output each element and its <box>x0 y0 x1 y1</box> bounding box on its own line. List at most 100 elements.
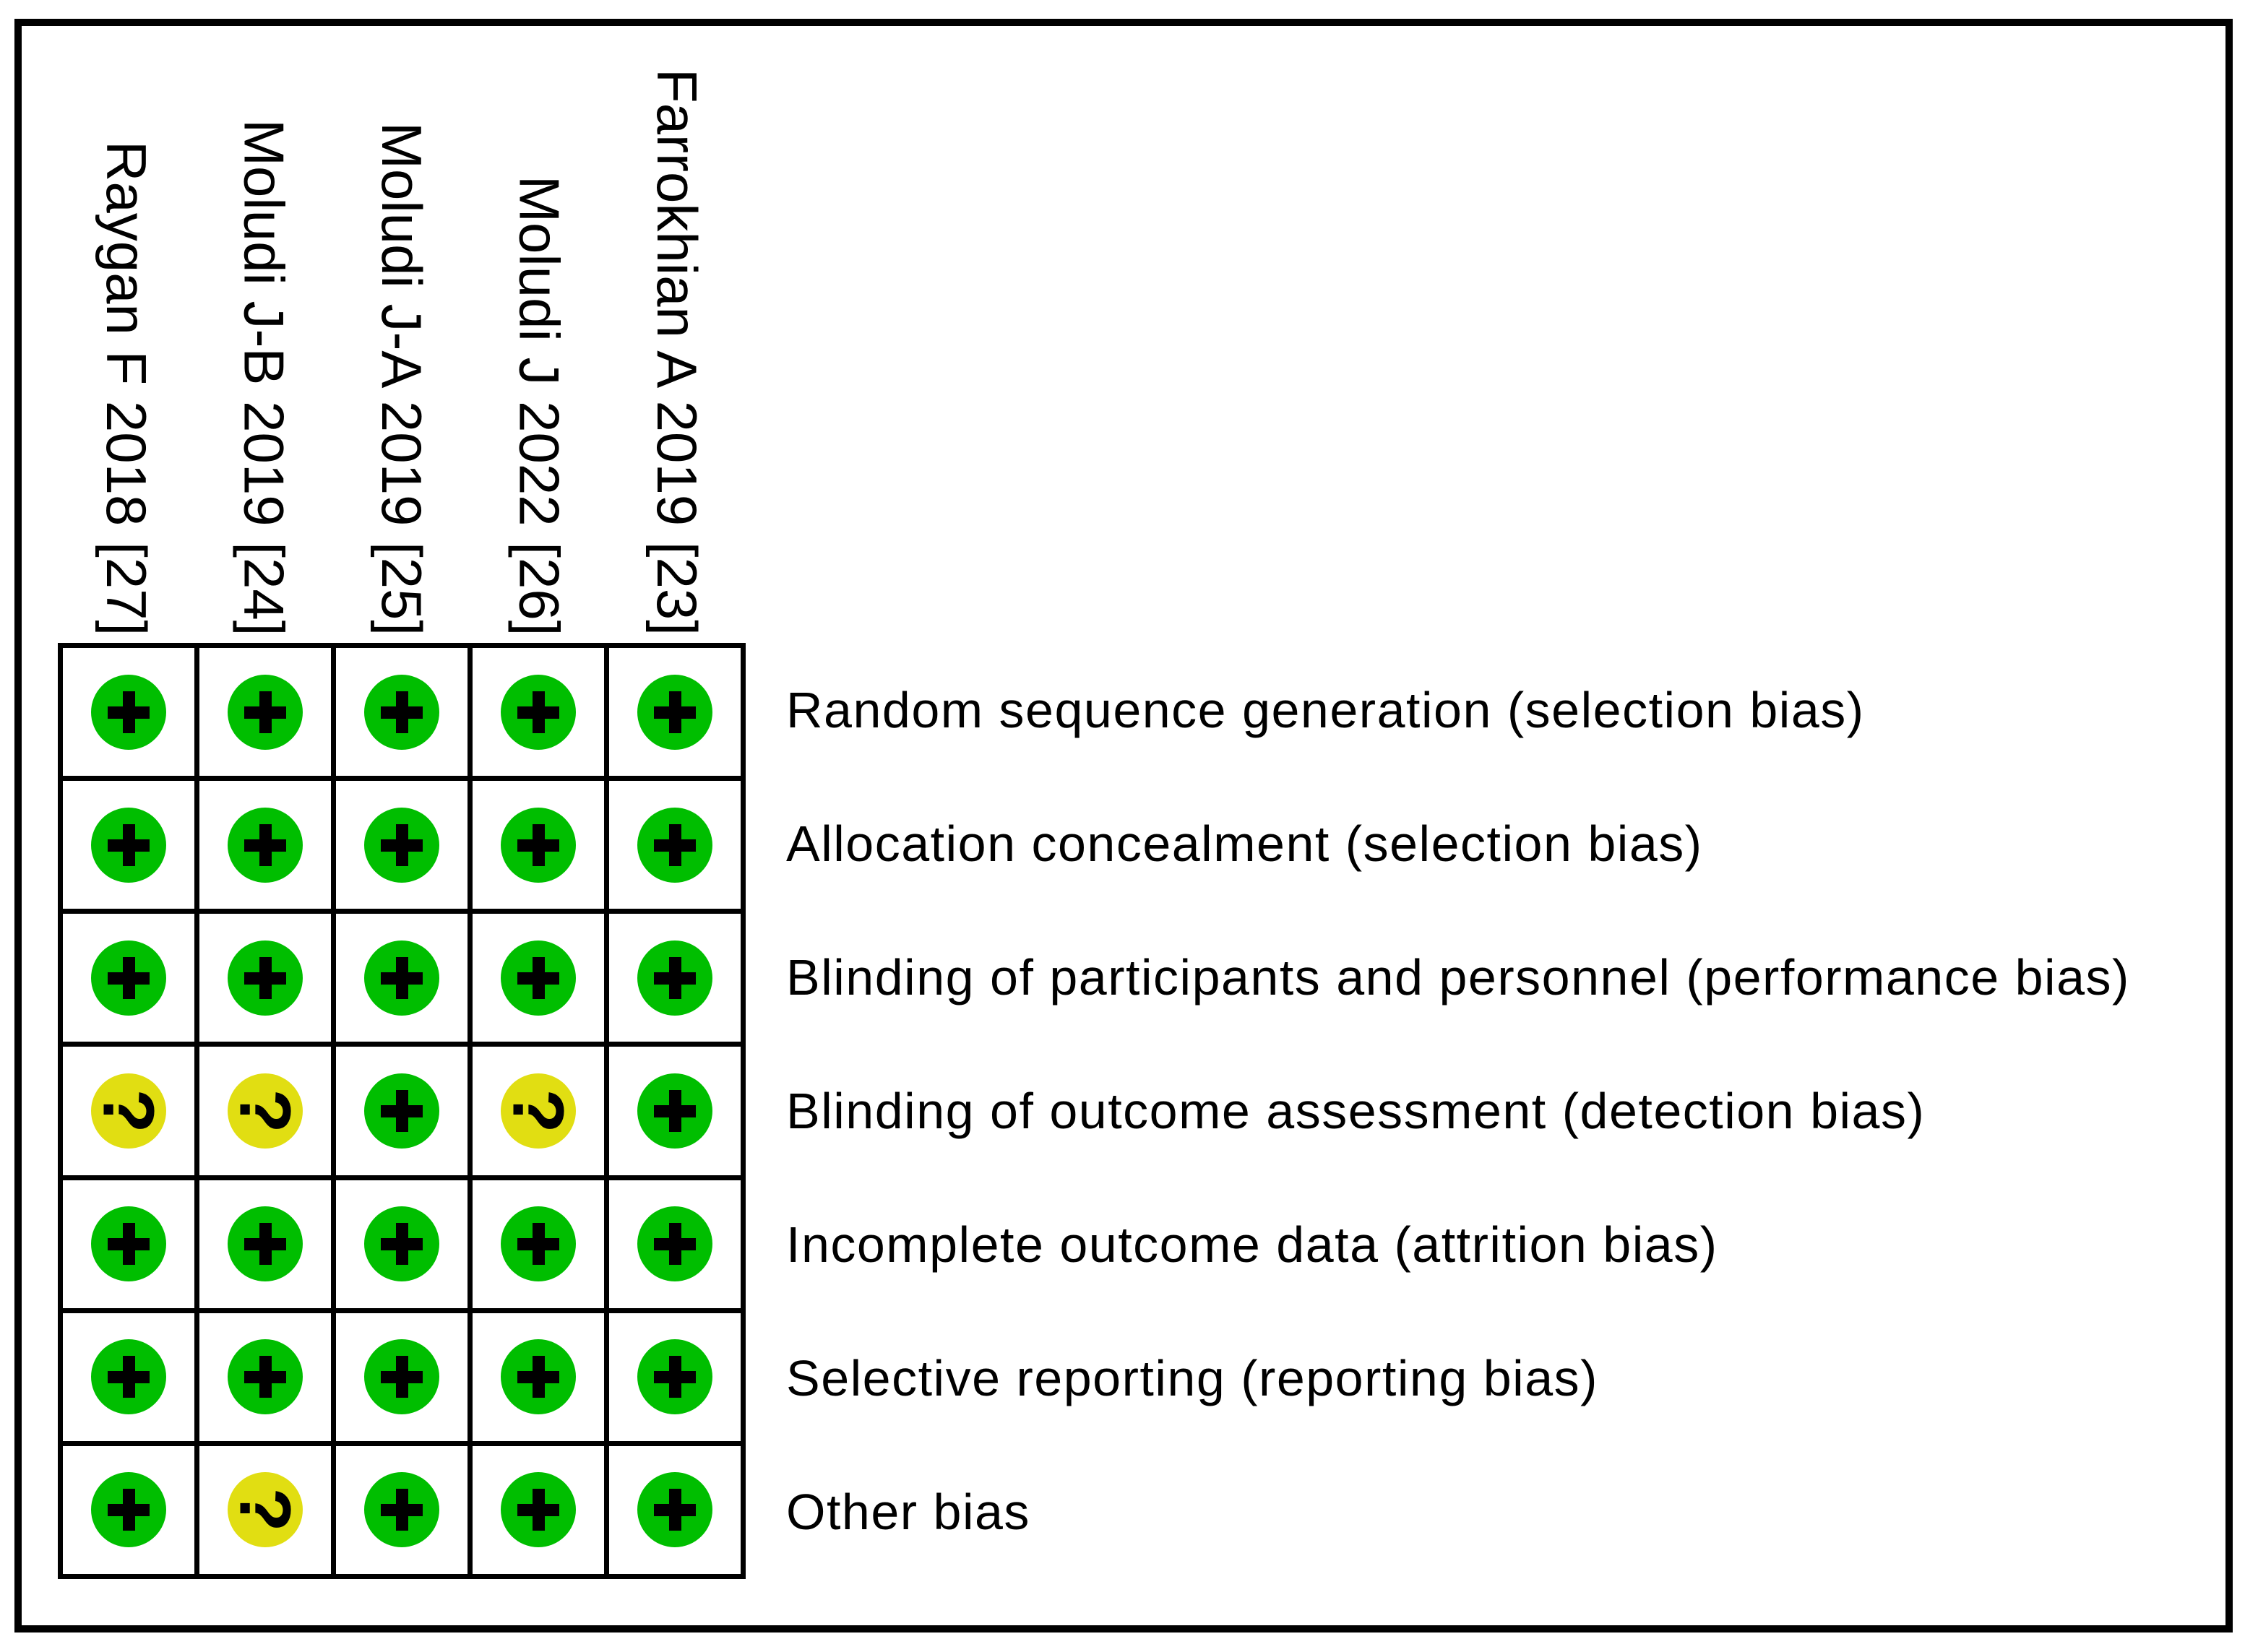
grid-cell: + <box>473 1180 604 1308</box>
plus-judgement-icon: + <box>637 807 712 883</box>
column-header-cell: Moludi J-B 2019 [24] <box>195 36 332 636</box>
grid-cell: + <box>199 1180 331 1308</box>
plus-judgement-icon: + <box>637 1339 712 1415</box>
grid-cell: + <box>473 781 604 909</box>
grid-cell: ? <box>63 1047 194 1175</box>
question-judgement-icon: ? <box>498 1073 579 1149</box>
grid-cell: + <box>336 914 467 1042</box>
row-label-cell: Selective reporting (reporting bias) <box>786 1312 2224 1445</box>
grid-cell: + <box>336 648 467 777</box>
grid-cell: + <box>609 648 741 777</box>
plus-judgement-icon: + <box>501 1339 576 1415</box>
bias-domain-label: Blinding of participants and personnel (… <box>786 948 2130 1006</box>
plus-judgement-icon: + <box>501 1472 576 1548</box>
plus-judgement-icon: + <box>637 1073 712 1149</box>
plus-judgement-icon: + <box>501 1206 576 1282</box>
grid-cell: + <box>609 1445 741 1574</box>
column-header-cell: Moludi J-A 2019 [25] <box>333 36 470 636</box>
grid-cell: + <box>473 648 604 777</box>
question-judgement-icon: ? <box>225 1472 306 1548</box>
grid-cell: + <box>199 1312 331 1441</box>
row-label-cell: Incomplete outcome data (attrition bias) <box>786 1178 2224 1312</box>
grid-cell: + <box>609 914 741 1042</box>
grid-cell: + <box>609 1312 741 1441</box>
plus-judgement-icon: + <box>364 1073 439 1149</box>
plus-judgement-icon: + <box>228 807 303 883</box>
plus-judgement-icon: + <box>501 674 576 750</box>
judgement-symbol: ? <box>498 1089 579 1133</box>
grid-cell: + <box>336 781 467 909</box>
row-label-cell: Other bias <box>786 1445 2224 1579</box>
plus-judgement-icon: + <box>364 674 439 750</box>
row-label-cell: Allocation concealment (selection bias) <box>786 777 2224 910</box>
grid-cell: + <box>63 648 194 777</box>
bias-domain-label: Other bias <box>786 1484 1030 1541</box>
plus-judgement-icon: + <box>637 940 712 1016</box>
row-label-cell: Blinding of outcome assessment (detectio… <box>786 1044 2224 1177</box>
grid-cell: + <box>63 1180 194 1308</box>
grid-cell: + <box>63 1445 194 1574</box>
plus-judgement-icon: + <box>228 1339 303 1415</box>
plus-judgement-icon: + <box>228 1206 303 1282</box>
plus-judgement-icon: + <box>91 940 166 1016</box>
figure-border-frame <box>14 19 2233 1632</box>
grid-cell: + <box>609 1047 741 1175</box>
grid-cell: ? <box>473 1047 604 1175</box>
row-label-cell: Blinding of participants and personnel (… <box>786 910 2224 1044</box>
judgement-symbol: ? <box>225 1089 306 1133</box>
grid-cell: + <box>63 781 194 909</box>
column-header-cell: Moludi J 2022 [26] <box>470 36 608 636</box>
judgement-grid: + + + + + + + + + + + + + + +?? +? + + + + + + + + + + + +? + + + <box>58 643 746 1579</box>
plus-judgement-icon: + <box>364 807 439 883</box>
plus-judgement-icon: + <box>637 1206 712 1282</box>
grid-cell: + <box>199 781 331 909</box>
plus-judgement-icon: + <box>91 1206 166 1282</box>
bias-domain-label: Random sequence generation (selection bi… <box>786 681 1865 738</box>
plus-judgement-icon: + <box>228 674 303 750</box>
column-headers: Raygan F 2018 [27] Moludi J-B 2019 [24] Mo… <box>58 36 746 636</box>
column-header-cell: Farrokhian A 2019 [23] <box>608 36 746 636</box>
plus-judgement-icon: + <box>364 1206 439 1282</box>
plus-judgement-icon: + <box>364 1339 439 1415</box>
plus-judgement-icon: + <box>637 674 712 750</box>
plus-judgement-icon: + <box>91 1472 166 1548</box>
grid-cell: ? <box>199 1445 331 1574</box>
grid-cell: + <box>336 1312 467 1441</box>
grid-cell: + <box>336 1047 467 1175</box>
study-column-label: Moludi J 2022 [26] <box>507 175 572 636</box>
judgement-symbol: ? <box>88 1089 169 1133</box>
plus-judgement-icon: + <box>91 674 166 750</box>
grid-cell: ? <box>199 1047 331 1175</box>
plus-judgement-icon: + <box>501 940 576 1016</box>
plus-judgement-icon: + <box>364 1472 439 1548</box>
grid-cell: + <box>63 914 194 1042</box>
grid-cell: + <box>609 781 741 909</box>
study-column-label: Farrokhian A 2019 [23] <box>645 69 709 636</box>
column-header-cell: Raygan F 2018 [27] <box>58 36 195 636</box>
grid-cell: + <box>609 1180 741 1308</box>
plus-judgement-icon: + <box>91 1339 166 1415</box>
study-column-label: Raygan F 2018 [27] <box>95 140 159 636</box>
bias-domain-label: Blinding of outcome assessment (detectio… <box>786 1082 1926 1139</box>
plus-judgement-icon: + <box>501 807 576 883</box>
grid-cell: + <box>199 648 331 777</box>
grid-cell: + <box>199 914 331 1042</box>
grid-cell: + <box>473 1445 604 1574</box>
bias-domain-label: Allocation concealment (selection bias) <box>786 815 1703 872</box>
plus-judgement-icon: + <box>228 940 303 1016</box>
plus-judgement-icon: + <box>637 1472 712 1548</box>
plus-judgement-icon: + <box>91 807 166 883</box>
judgement-symbol: ? <box>225 1487 306 1532</box>
row-labels: Random sequence generation (selection bi… <box>786 643 2224 1579</box>
question-judgement-icon: ? <box>88 1073 169 1149</box>
row-label-cell: Random sequence generation (selection bi… <box>786 643 2224 777</box>
study-column-label: Moludi J-A 2019 [25] <box>370 121 434 636</box>
grid-cell: + <box>336 1445 467 1574</box>
question-judgement-icon: ? <box>225 1073 306 1149</box>
bias-domain-label: Incomplete outcome data (attrition bias) <box>786 1216 1718 1273</box>
grid-cell: + <box>473 914 604 1042</box>
grid-cell: + <box>336 1180 467 1308</box>
plus-judgement-icon: + <box>364 940 439 1016</box>
study-column-label: Moludi J-B 2019 [24] <box>232 118 296 636</box>
